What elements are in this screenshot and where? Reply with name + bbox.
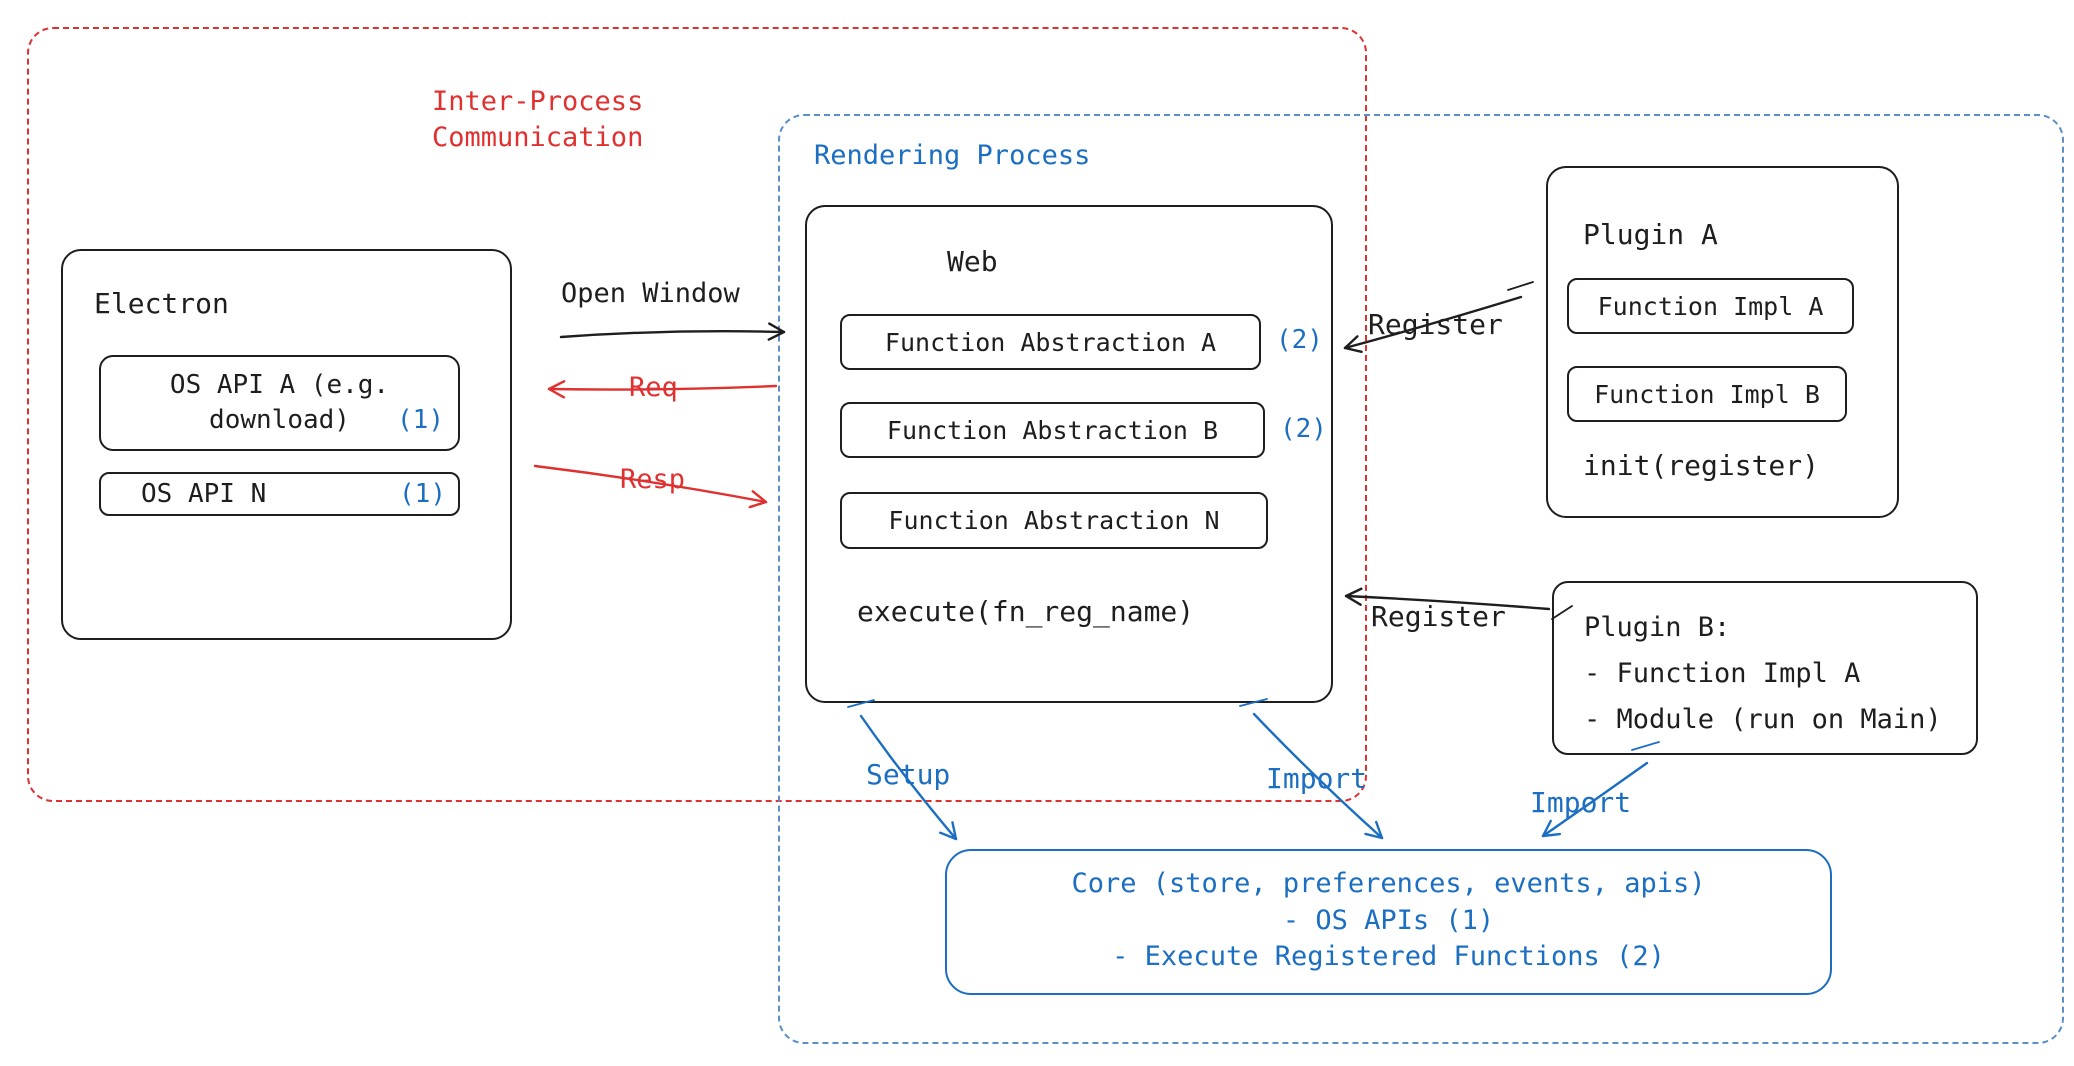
web-node: Web Function Abstraction A (2) Function … — [805, 205, 1333, 703]
function-impl-b-node: Function Impl B — [1567, 366, 1847, 422]
function-abstraction-n-node: Function Abstraction N — [840, 492, 1268, 549]
setup-label: Setup — [866, 758, 951, 791]
os-api-a-label: OS API A (e.g. download) — [169, 369, 390, 435]
register-b-label: Register — [1371, 600, 1506, 633]
os-api-n-label: OS API N — [141, 479, 267, 509]
core-node: Core (store, preferences, events, apis) … — [945, 849, 1832, 995]
import-web-label: Import — [1266, 762, 1368, 795]
function-abstraction-b-label: Function Abstraction B — [886, 415, 1219, 445]
os-api-n-node: OS API N (1) — [99, 472, 460, 516]
rendering-process-title: Rendering Process — [814, 140, 1091, 171]
req-label: Req — [629, 372, 678, 403]
plugin-b-text: Plugin B: - Function Impl A - Module (ru… — [1584, 612, 1942, 735]
function-abstraction-n-label: Function Abstraction N — [888, 506, 1220, 535]
execute-call-label: execute(fn_reg_name) — [857, 595, 1195, 628]
plugin-a-node: Plugin A Function Impl A Function Impl B… — [1546, 166, 1899, 518]
register-a-label: Register — [1368, 308, 1503, 341]
function-abstraction-a-label: Function Abstraction A — [884, 327, 1217, 357]
plugin-a-title: Plugin A — [1583, 218, 1718, 251]
rendering-process-frame — [778, 114, 2064, 1044]
electron-title: Electron — [94, 287, 229, 320]
init-register-label: init(register) — [1583, 449, 1820, 482]
function-impl-b-label: Function Impl B — [1594, 379, 1820, 409]
ipc-group-frame — [27, 27, 1367, 802]
import-plugin-label: Import — [1530, 786, 1632, 819]
function-abstraction-b-node: Function Abstraction B — [840, 402, 1265, 458]
open-window-label: Open Window — [561, 278, 740, 309]
resp-label: Resp — [620, 464, 686, 495]
function-impl-a-label: Function Impl A — [1597, 291, 1824, 321]
web-title: Web — [947, 245, 998, 278]
os-api-a-node: OS API A (e.g. download) (1) — [99, 355, 460, 451]
plugin-b-node: Plugin B: - Function Impl A - Module (ru… — [1552, 581, 1978, 755]
function-abstraction-a-node: Function Abstraction A — [840, 314, 1261, 370]
function-abstraction-b-ref: (2) — [1280, 414, 1327, 444]
ipc-group-title: Inter-Process Communication — [432, 86, 644, 154]
electron-node: Electron OS API A (e.g. download) (1) OS… — [61, 249, 512, 640]
function-impl-a-node: Function Impl A — [1567, 278, 1854, 334]
os-api-a-ref: (1) — [397, 405, 444, 435]
os-api-n-ref: (1) — [399, 479, 446, 509]
function-abstraction-a-ref: (2) — [1276, 325, 1323, 355]
